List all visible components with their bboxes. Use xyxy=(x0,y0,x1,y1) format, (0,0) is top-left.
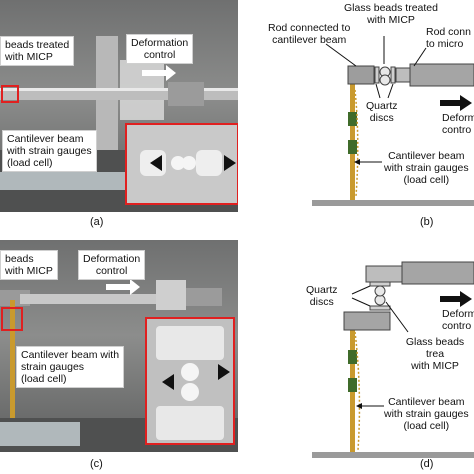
label-cantilever-a: Cantilever beam with strain gauges (load… xyxy=(2,130,97,172)
label-quartz-d: Quartz discs xyxy=(306,284,338,308)
label-deform-b: Deform contro xyxy=(442,112,474,136)
panel-c-photo: beads with MICP Deformation control Cant… xyxy=(0,240,238,452)
label-cantilever-b: Cantilever beam with strain gauges (load… xyxy=(384,150,469,186)
inset-arrow-right-c xyxy=(218,364,230,380)
motor-c xyxy=(186,288,222,306)
quartz-disc-upper xyxy=(369,281,391,287)
label-glass-d: Glass beads trea with MICP xyxy=(405,336,465,372)
label-cantilever-c: Cantilever beam with strain gauges (load… xyxy=(16,346,125,388)
label-rod-left-b: Rod connected to cantilever beam xyxy=(268,22,351,46)
caption-a: (a) xyxy=(90,216,104,228)
inset-disc-top xyxy=(156,326,224,360)
inset-disc-right xyxy=(196,150,222,176)
leader-quartz-d-2 xyxy=(351,297,371,307)
quartz-disc-left xyxy=(374,66,380,84)
leader-rod-left xyxy=(325,43,357,67)
label-deform-d: Deform contro xyxy=(442,308,474,332)
glass-plate xyxy=(0,172,150,190)
deformation-arrow-d xyxy=(440,291,472,307)
coupler xyxy=(168,82,204,106)
deformation-arrow-c xyxy=(106,279,140,295)
panel-b-schematic: Glass beads treated with MICP Rod connec… xyxy=(248,0,474,236)
rod-c xyxy=(20,294,160,304)
inset-bead-top xyxy=(181,363,199,381)
inset-arrow-right xyxy=(224,155,236,171)
glass-plate-c xyxy=(0,422,80,446)
panel-c-scene xyxy=(0,279,238,452)
strain-gauge-d-2 xyxy=(348,378,357,392)
bead-upper xyxy=(374,285,386,297)
rod-right xyxy=(409,63,474,87)
panel-a-scene xyxy=(0,36,238,212)
inset-bead-bottom xyxy=(181,383,199,401)
label-rod-right-b: Rod conn to micro xyxy=(426,26,471,50)
panel-a-photo: beads treated with MICP Deformation cont… xyxy=(0,0,238,212)
lower-block xyxy=(343,311,391,331)
ground-d xyxy=(312,452,474,458)
rod-shine xyxy=(0,88,238,91)
label-beads-c: beads with MICP xyxy=(0,250,58,280)
leader-quartz-2 xyxy=(387,83,394,99)
quartz-disc-right xyxy=(390,66,396,84)
label-glass-b: Glass beads treated with MICP xyxy=(344,2,438,26)
upper-rod xyxy=(401,261,474,285)
leader-glass-d xyxy=(385,301,409,333)
leader-cantilever-head xyxy=(354,159,360,165)
deformation-arrow-b xyxy=(440,95,472,111)
rod-right-stub xyxy=(395,67,411,83)
inset-arrow-left-c xyxy=(162,374,174,390)
coupler-c xyxy=(156,280,186,310)
rod-left xyxy=(347,65,375,85)
strain-gauge-1 xyxy=(348,112,357,126)
strain-gauge-2 xyxy=(348,140,357,154)
deformation-arrow xyxy=(142,65,176,81)
leader-quartz-d-1 xyxy=(351,285,371,295)
label-quartz-b: Quartz discs xyxy=(366,100,398,124)
panel-d-diagram xyxy=(312,261,474,458)
inset-bead-1 xyxy=(171,156,185,170)
panel-b-diagram xyxy=(312,36,474,206)
label-cantilever-d: Cantilever beam with strain gauges (load… xyxy=(384,396,469,432)
panel-d-schematic: Quartz discs Deform contro Glass beads t… xyxy=(248,240,474,474)
leader-rod-right xyxy=(413,47,427,67)
caption-c: (c) xyxy=(90,458,103,470)
bent-beam-dotted-d xyxy=(354,331,361,451)
label-deformation-a: Deformation control xyxy=(126,34,194,64)
inset-bead-2 xyxy=(182,156,196,170)
upper-arm xyxy=(365,265,403,283)
highlight-box xyxy=(1,85,19,103)
caption-d: (d) xyxy=(420,458,434,470)
quartz-disc-lower xyxy=(369,305,391,311)
leader-quartz-1 xyxy=(375,83,381,99)
bead-bottom xyxy=(379,74,391,86)
strain-gauge-d-1 xyxy=(348,350,357,364)
leader-cantilever-d-head xyxy=(356,403,362,409)
caption-b: (b) xyxy=(420,216,434,228)
label-deformation-c: Deformation control xyxy=(78,250,146,280)
label-beads-a: beads treated with MICP xyxy=(0,36,75,66)
highlight-box-c xyxy=(1,307,23,331)
inset-disc-bottom xyxy=(156,406,224,440)
inset-arrow-left xyxy=(150,155,162,171)
cantilever-c xyxy=(10,300,15,452)
ground xyxy=(312,200,474,206)
